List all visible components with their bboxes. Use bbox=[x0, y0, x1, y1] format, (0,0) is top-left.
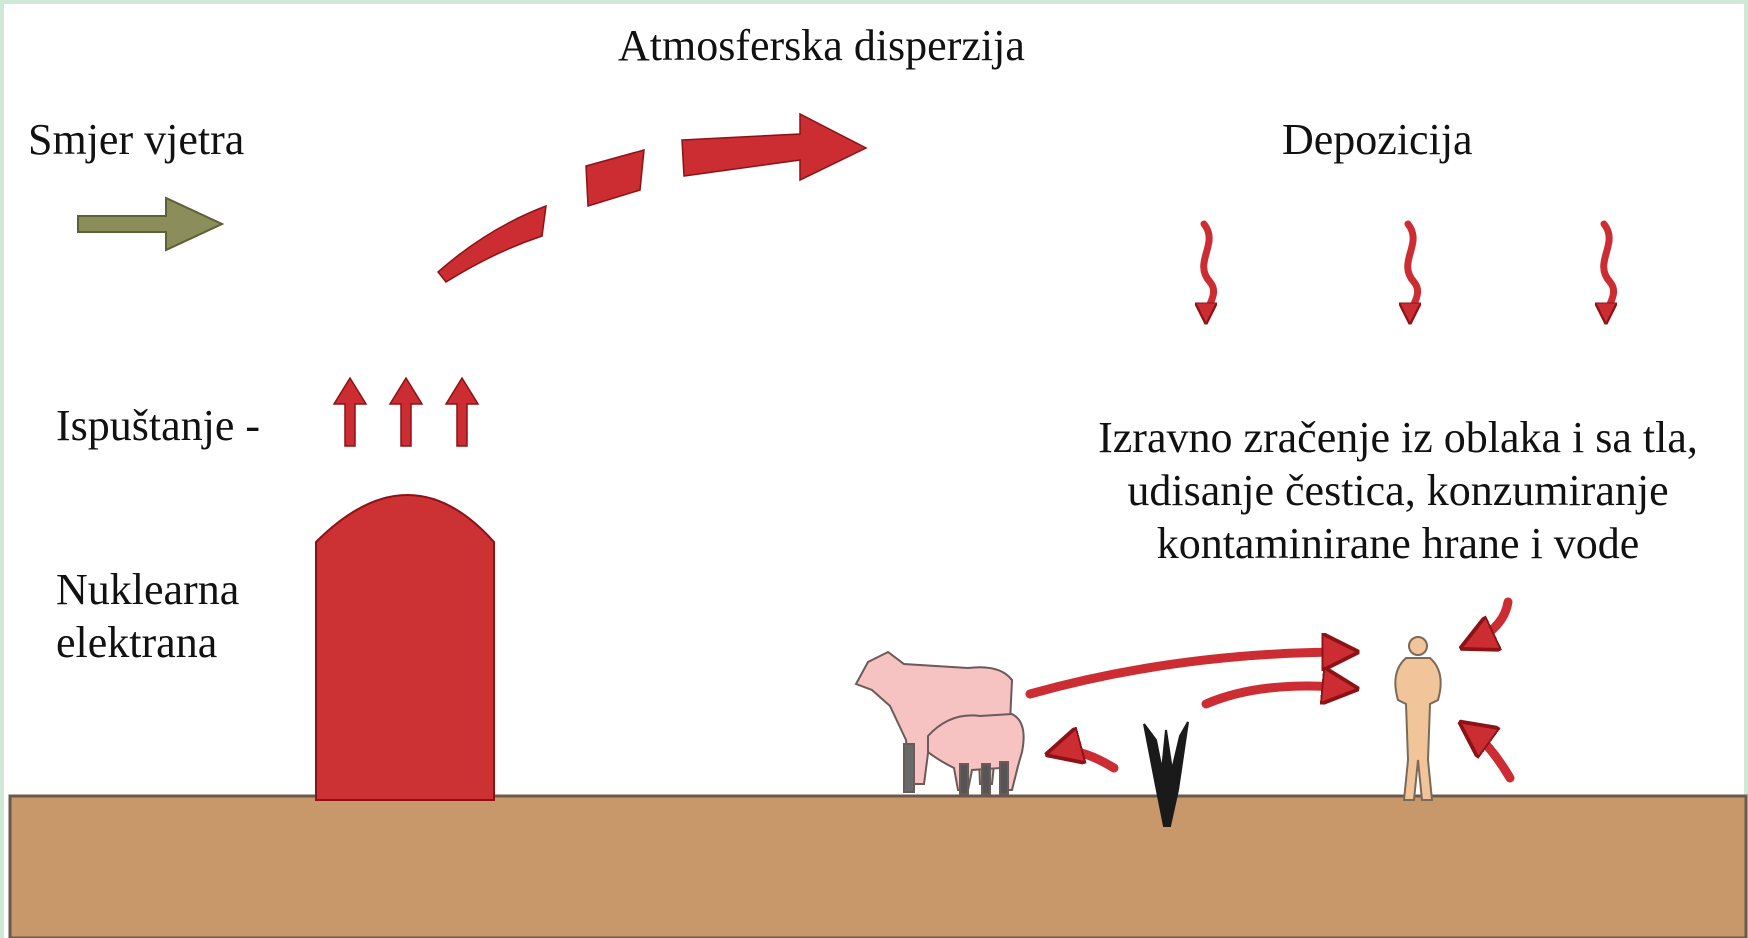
exposure-label-line: udisanje čestica, konzumiranje bbox=[1058, 465, 1738, 518]
wind-arrow-icon bbox=[78, 198, 222, 250]
exposure-label-line: Izravno zračenje iz oblaka i sa tla, bbox=[1058, 412, 1738, 465]
dispersion-arrow-icon bbox=[438, 114, 866, 282]
release-arrow-icon bbox=[334, 378, 478, 446]
wind-direction-label: Smjer vjetra bbox=[28, 114, 244, 167]
power-plant-building bbox=[316, 495, 494, 800]
power-plant-label-line: Nuklearna bbox=[56, 564, 239, 617]
deposition-arrow-icon bbox=[1204, 224, 1614, 318]
person-icon bbox=[1395, 637, 1440, 800]
dispersion-label: Atmosferska disperzija bbox=[618, 20, 1025, 73]
ground bbox=[10, 796, 1746, 938]
frame-top bbox=[0, 0, 1748, 4]
deposition-label: Depozicija bbox=[1282, 114, 1473, 167]
exposure-label-line: kontaminirane hrane i vode bbox=[1058, 518, 1738, 571]
exposure-pathways-label: Izravno zračenje iz oblaka i sa tla, udi… bbox=[1058, 412, 1738, 570]
frame-left bbox=[0, 0, 4, 938]
sheep-icon bbox=[928, 714, 1024, 794]
power-plant-label: Nuklearna elektrana bbox=[56, 564, 239, 670]
power-plant-label-line: elektrana bbox=[56, 617, 239, 670]
release-label: Ispuštanje - bbox=[56, 400, 260, 453]
